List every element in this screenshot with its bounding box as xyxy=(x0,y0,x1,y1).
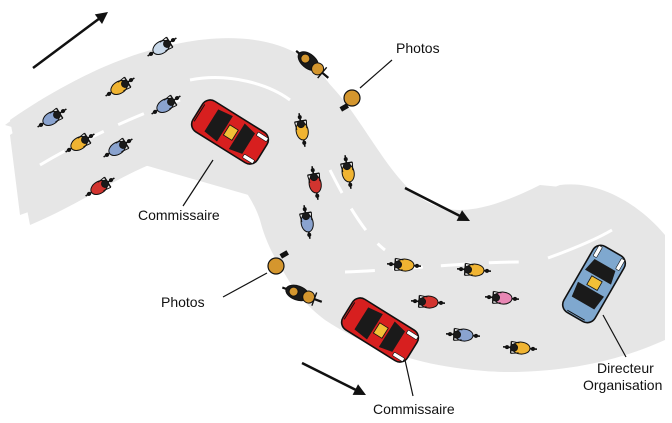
leader-line xyxy=(404,359,414,397)
road-body xyxy=(10,38,665,372)
leader-line xyxy=(222,272,268,298)
direction-arrow-middle xyxy=(404,186,473,227)
lane-marking xyxy=(189,76,291,102)
lane-marking xyxy=(344,260,521,274)
photographer-icon xyxy=(267,257,285,275)
direction-arrow-bottom xyxy=(301,361,369,401)
direction-arrow-top xyxy=(32,7,112,70)
commissaire-label-left: Commissaire xyxy=(138,207,220,223)
leader-line xyxy=(182,159,214,207)
photographer-icon xyxy=(343,89,361,107)
commissaire-label-bottom: Commissaire xyxy=(373,401,455,417)
directeur-label-line1: Directeur xyxy=(597,360,654,376)
leader-line xyxy=(359,59,393,89)
directeur-label-line2: Organisation xyxy=(583,377,662,393)
camera-icon xyxy=(279,250,289,259)
leader-line xyxy=(602,314,627,358)
camera-icon xyxy=(339,103,349,112)
photos-label-left: Photos xyxy=(161,294,205,310)
lane-marking xyxy=(547,228,613,260)
lane-marking xyxy=(328,169,386,252)
photos-label-top: Photos xyxy=(396,40,440,56)
